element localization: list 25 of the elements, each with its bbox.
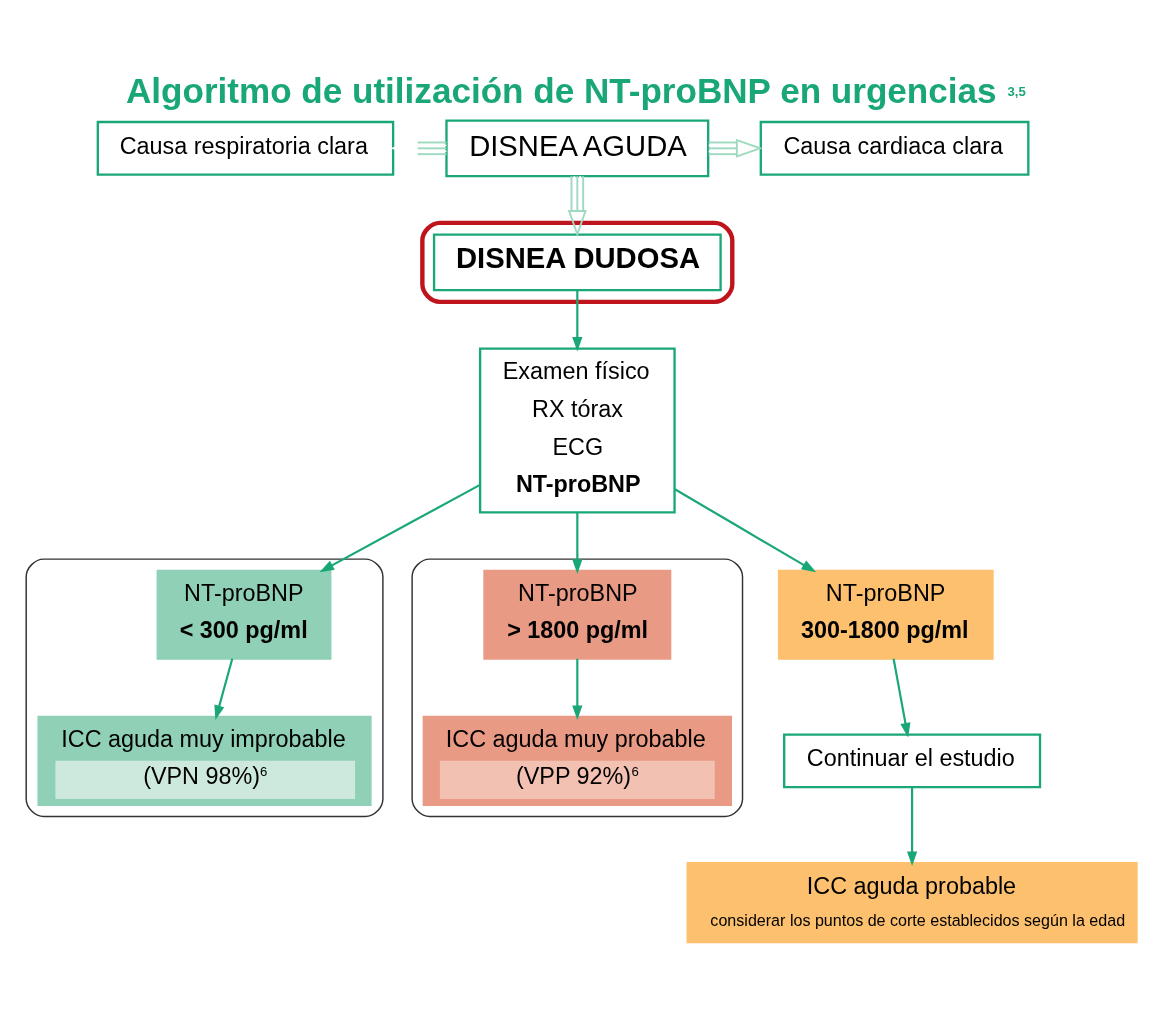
node-box: DISNEA DUDOSA	[432, 233, 722, 292]
arrow	[892, 658, 911, 738]
node-box: ICC aguda muy probable (VPP 92%)$^{6}$	[422, 715, 732, 806]
node-box: Examen físico RX tórax ECG NT-proBNP	[478, 347, 676, 514]
node-box: ICC aguda probable considerar los puntos de corte establecidos según la edad	[686, 862, 1138, 944]
node-box: Causa respiratoria clara	[96, 120, 395, 176]
arrow	[572, 512, 583, 574]
arrow	[707, 138, 764, 158]
diagram-title: Algoritmo de utilización de NT-proBNP en urgencias$^{3,5}$	[125, 71, 1026, 111]
arrow	[214, 658, 234, 720]
node-box: Causa cardiaca clara	[759, 120, 1030, 176]
arrow	[674, 488, 817, 573]
node-box: NT-proBNP 300-1800 pg/ml	[777, 569, 994, 660]
cluster	[420, 220, 735, 305]
arrow	[572, 658, 583, 721]
arrow	[319, 483, 481, 573]
node-box: Continuar el estudio	[783, 733, 1042, 789]
arrow	[567, 175, 587, 238]
node-box: NT-proBNP < 300 pg/ml	[156, 569, 332, 660]
node-box: ICC aguda muy improbable (VPN 98%)$^{6}$	[37, 715, 372, 806]
arrow	[390, 138, 448, 158]
arrow	[572, 290, 583, 352]
node-box: DISNEA AGUDA	[445, 119, 710, 178]
arrow	[907, 787, 918, 867]
node-box: NT-proBNP > 1800 pg/ml	[483, 569, 672, 660]
